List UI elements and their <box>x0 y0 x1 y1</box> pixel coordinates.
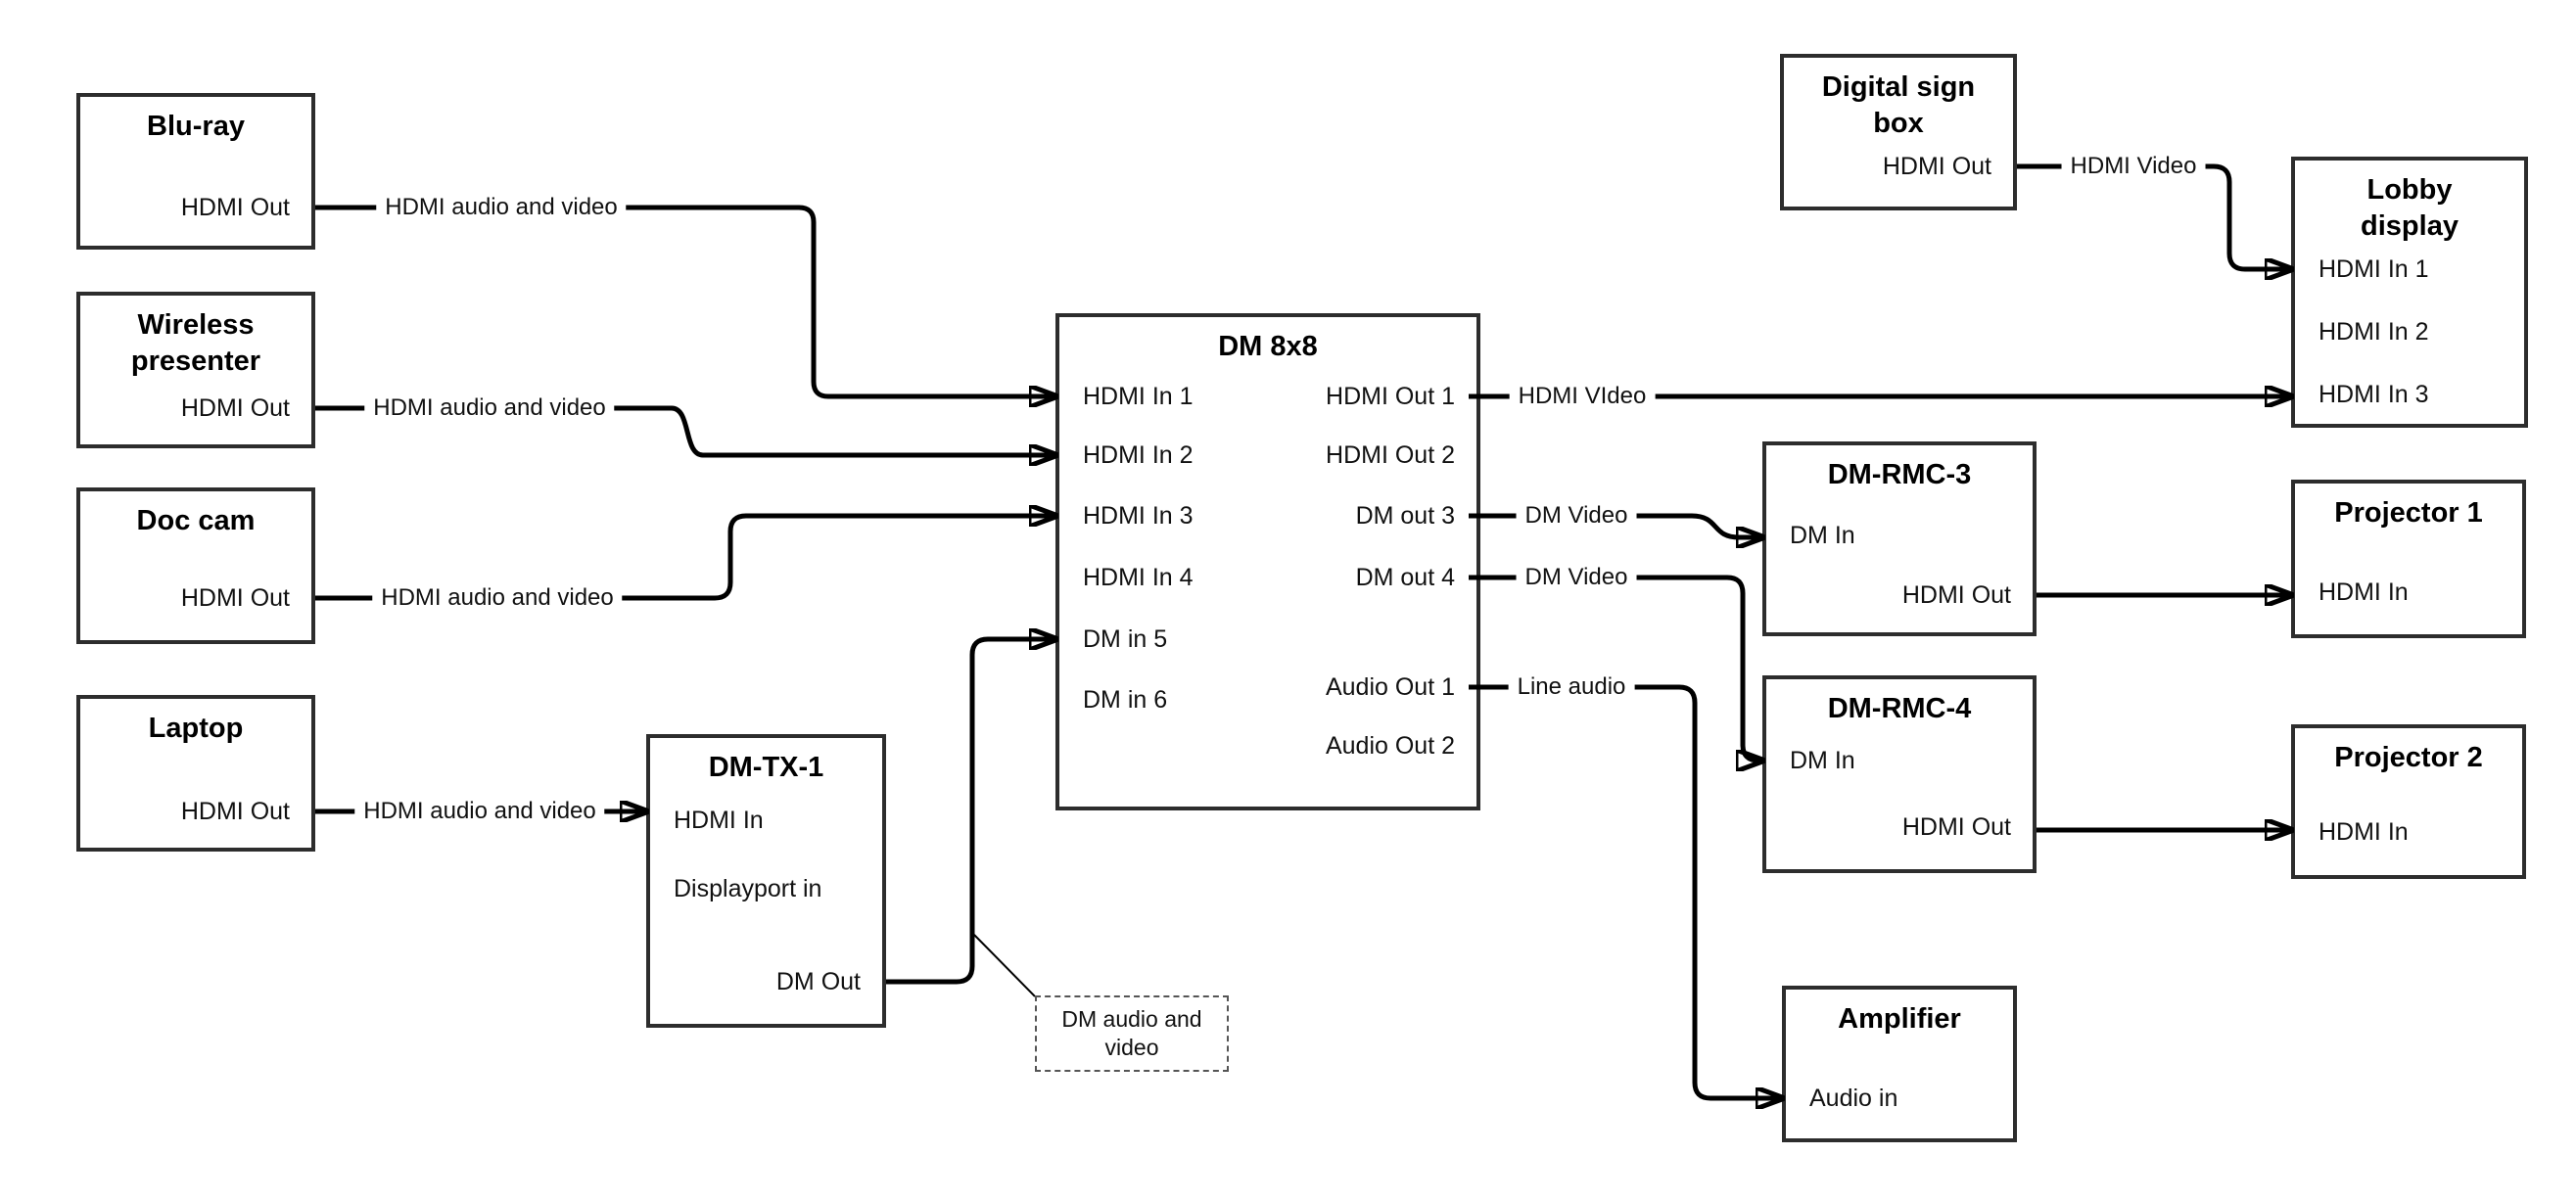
node-title-line: Projector 2 <box>2334 742 2483 773</box>
port-dmrmc3-1: HDMI Out <box>1901 581 2011 609</box>
node-title-lobby: Lobby display <box>2295 172 2524 245</box>
node-title-dmrmc4: DM-RMC-4 <box>1766 691 2033 727</box>
note-dm-audio-video: DM audio and video <box>1035 995 1229 1072</box>
port-dmtx1-2: DM Out <box>775 968 861 995</box>
node-proj1: Projector 1 HDMI In <box>2291 480 2526 638</box>
node-title-line: Wireless <box>137 309 255 341</box>
node-title-line: Blu-ray <box>147 111 245 142</box>
connector-c-out4-rmc4 <box>1469 575 1765 761</box>
port-dmtx1-0: HDMI In <box>674 807 764 834</box>
node-title-line: presenter <box>130 346 261 377</box>
connector-c-tx1-in5 <box>886 639 1058 985</box>
connection-label-c-out4-rmc4: DM Video <box>1516 564 1637 591</box>
connector-c-bluray-in1 <box>315 205 1058 396</box>
note-line: DM audio and <box>1061 1006 1202 1032</box>
node-title-line: Amplifier <box>1838 1003 1961 1035</box>
node-dmrmc4: DM-RMC-4 DM In HDMI Out <box>1762 675 2037 873</box>
port-lobby-1: HDMI In 2 <box>2318 318 2429 346</box>
node-title-amplifier: Amplifier <box>1786 1001 2013 1038</box>
node-title-line: Projector 1 <box>2334 497 2483 529</box>
node-title-line: box <box>1873 108 1924 139</box>
node-title-dmtx1: DM-TX-1 <box>650 750 882 786</box>
port-laptop-0: HDMI Out <box>180 798 290 825</box>
node-title-line: DM 8x8 <box>1218 331 1318 362</box>
port-wireless-0: HDMI Out <box>180 394 290 422</box>
node-title-doccam: Doc cam <box>80 503 311 539</box>
port-dm8x8-4: DM in 5 <box>1083 625 1168 653</box>
node-title-dm8x8: DM 8x8 <box>1059 329 1476 365</box>
node-title-line: DM-TX-1 <box>708 752 824 783</box>
port-dm8x8-0: HDMI In 1 <box>1083 383 1194 410</box>
node-title-dmrmc3: DM-RMC-3 <box>1766 457 2033 493</box>
connection-label-c-audio1-amp: Line audio <box>1508 673 1635 701</box>
node-title-proj2: Projector 2 <box>2295 740 2522 776</box>
node-title-bluray: Blu-ray <box>80 109 311 145</box>
node-title-line: DM-RMC-3 <box>1827 459 1972 490</box>
port-dm8x8-11: Audio Out 2 <box>1325 732 1455 760</box>
node-title-proj1: Projector 1 <box>2295 495 2522 531</box>
port-dm8x8-2: HDMI In 3 <box>1083 502 1194 530</box>
port-dm8x8-10: Audio Out 1 <box>1325 673 1455 701</box>
node-dmrmc3: DM-RMC-3 DM In HDMI Out <box>1762 441 2037 636</box>
connection-label-c-bluray-in1: HDMI audio and video <box>376 194 627 221</box>
node-proj2: Projector 2 HDMI In <box>2291 724 2526 879</box>
connection-label-c-sign-lobby1: HDMI Video <box>2061 153 2206 180</box>
connector-c-sign-lobby1 <box>2017 163 2294 269</box>
port-dmtx1-1: Displayport in <box>674 875 822 902</box>
port-dm8x8-9: DM out 4 <box>1355 564 1455 591</box>
port-lobby-2: HDMI In 3 <box>2318 381 2429 408</box>
port-doccam-0: HDMI Out <box>180 584 290 612</box>
port-bluray-0: HDMI Out <box>180 194 290 221</box>
connection-label-c-laptop-tx1: HDMI audio and video <box>354 798 605 825</box>
connection-label-c-out1-lobby3: HDMI VIdeo <box>1509 383 1656 410</box>
port-dm8x8-6: HDMI Out 1 <box>1326 383 1455 410</box>
node-title-line: display <box>2361 210 2459 242</box>
note-line: video <box>1104 1035 1159 1060</box>
connector-c-audio1-amp <box>1469 684 1785 1098</box>
node-title-digitalsign: Digital sign box <box>1784 69 2013 142</box>
node-title-line: DM-RMC-4 <box>1827 693 1972 724</box>
node-title-line: Laptop <box>148 713 244 744</box>
connection-label-c-doccam-in3: HDMI audio and video <box>372 584 623 612</box>
port-dmrmc4-0: DM In <box>1790 747 1855 774</box>
port-dm8x8-5: DM in 6 <box>1083 686 1168 714</box>
port-proj2-0: HDMI In <box>2318 818 2409 846</box>
node-title-laptop: Laptop <box>80 711 311 747</box>
port-dmrmc3-0: DM In <box>1790 522 1855 549</box>
node-title-wireless: Wireless presenter <box>80 307 311 380</box>
node-title-line: Lobby <box>2366 174 2453 206</box>
node-title-line: Digital sign <box>1821 71 1976 103</box>
port-dm8x8-7: HDMI Out 2 <box>1326 441 1455 469</box>
node-title-line: Doc cam <box>136 505 256 536</box>
note-callout-line <box>973 934 1036 997</box>
port-proj1-0: HDMI In <box>2318 578 2409 606</box>
port-amplifier-0: Audio in <box>1809 1085 1898 1112</box>
port-dmrmc4-1: HDMI Out <box>1901 813 2011 841</box>
port-dm8x8-1: HDMI In 2 <box>1083 441 1194 469</box>
port-dm8x8-8: DM out 3 <box>1355 502 1455 530</box>
port-digitalsign-0: HDMI Out <box>1882 153 1991 180</box>
port-lobby-0: HDMI In 1 <box>2318 255 2429 283</box>
connection-label-c-out3-rmc3: DM Video <box>1516 502 1637 530</box>
port-dm8x8-3: HDMI In 4 <box>1083 564 1194 591</box>
connection-label-c-wireless-in2: HDMI audio and video <box>364 394 615 422</box>
